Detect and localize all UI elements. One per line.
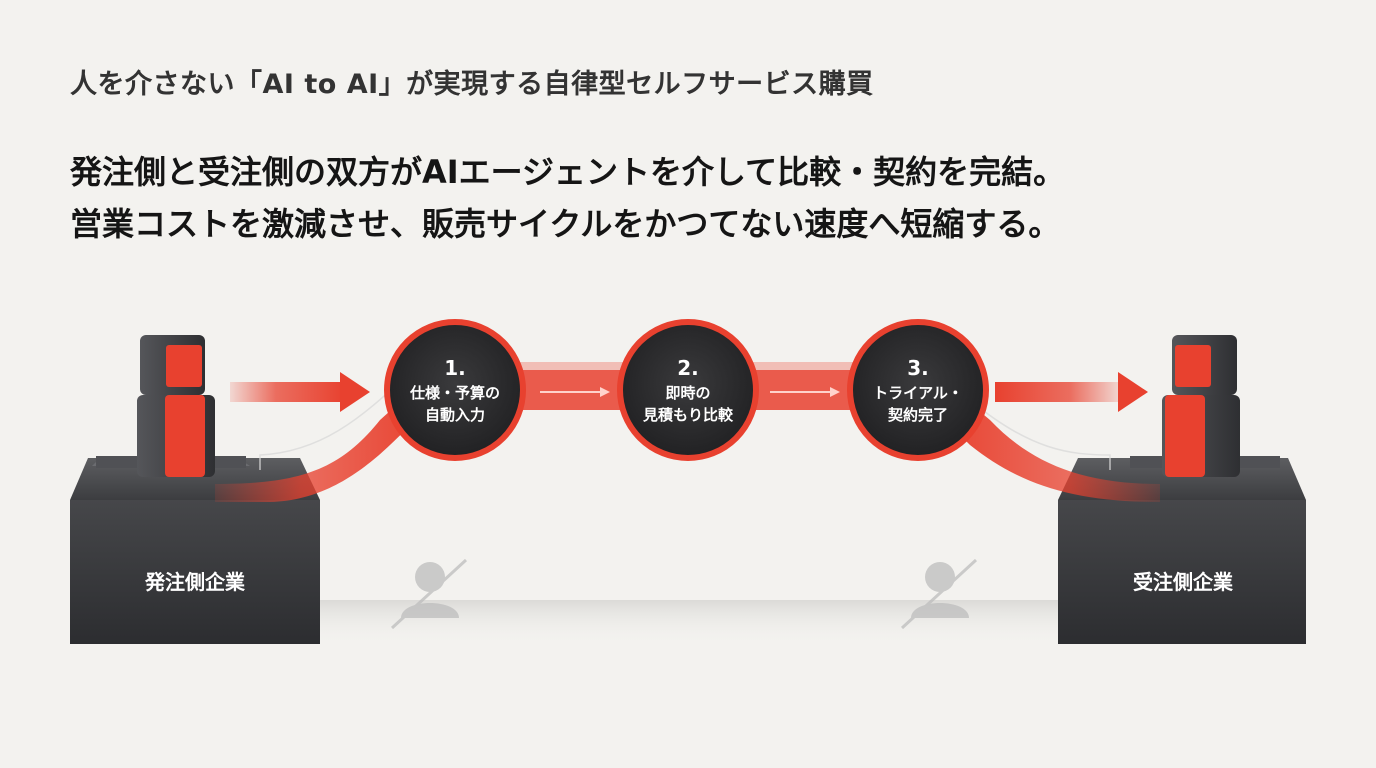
person-crossed-out-icon (390, 558, 468, 630)
arrow-right-icon (995, 372, 1148, 412)
arrow-right-icon (230, 372, 370, 412)
page-subtitle: 人を介さない「AI to AI」が実現する自律型セルフサービス購買 (70, 69, 874, 100)
headline-line-1: 発注側と受注側の双方がAIエージェントを介して比較・契約を完結。 (70, 153, 1066, 191)
left-company-label: 発注側企業 (145, 570, 245, 594)
headline-line-2: 営業コストを激減させ、販売サイクルをかつてない速度へ短縮する。 (70, 205, 1061, 243)
step-2-number: 2. (677, 356, 699, 380)
step-2-line-2: 見積もり比較 (642, 406, 733, 424)
step-3-number: 3. (907, 356, 929, 380)
step-2-line-1: 即時の (665, 384, 711, 402)
step-3-line-2: 契約完了 (887, 406, 948, 424)
right-company-label: 受注側企業 (1133, 570, 1233, 594)
step-3: 3. トライアル・ 契約完了 (852, 324, 984, 456)
arrow-right-icon (540, 387, 610, 397)
step-circle-3 (847, 319, 989, 461)
step-2: 2. 即時の 見積もり比較 (622, 324, 754, 456)
person-crossed-out-icon (900, 558, 978, 630)
robot-agent-icon (1162, 335, 1240, 477)
step-circle-2 (617, 319, 759, 461)
headline: 発注側と受注側の双方がAIエージェントを介して比較・契約を完結。 営業コストを激… (70, 146, 1065, 250)
flow-band-left (215, 375, 430, 502)
step-1: 1. 仕様・予算の 自動入力 (389, 324, 521, 456)
step-1-line-1: 仕様・予算の (409, 384, 500, 402)
floor-shadow (290, 600, 1100, 645)
step-circle-1 (384, 319, 526, 461)
arrow-right-icon (770, 387, 840, 397)
step-1-number: 1. (444, 356, 466, 380)
step-3-line-1: トライアル・ (873, 384, 963, 402)
robot-agent-icon (137, 335, 215, 477)
left-company-block (70, 456, 320, 644)
step-1-line-2: 自動入力 (424, 406, 485, 424)
flow-band-right (935, 378, 1160, 502)
